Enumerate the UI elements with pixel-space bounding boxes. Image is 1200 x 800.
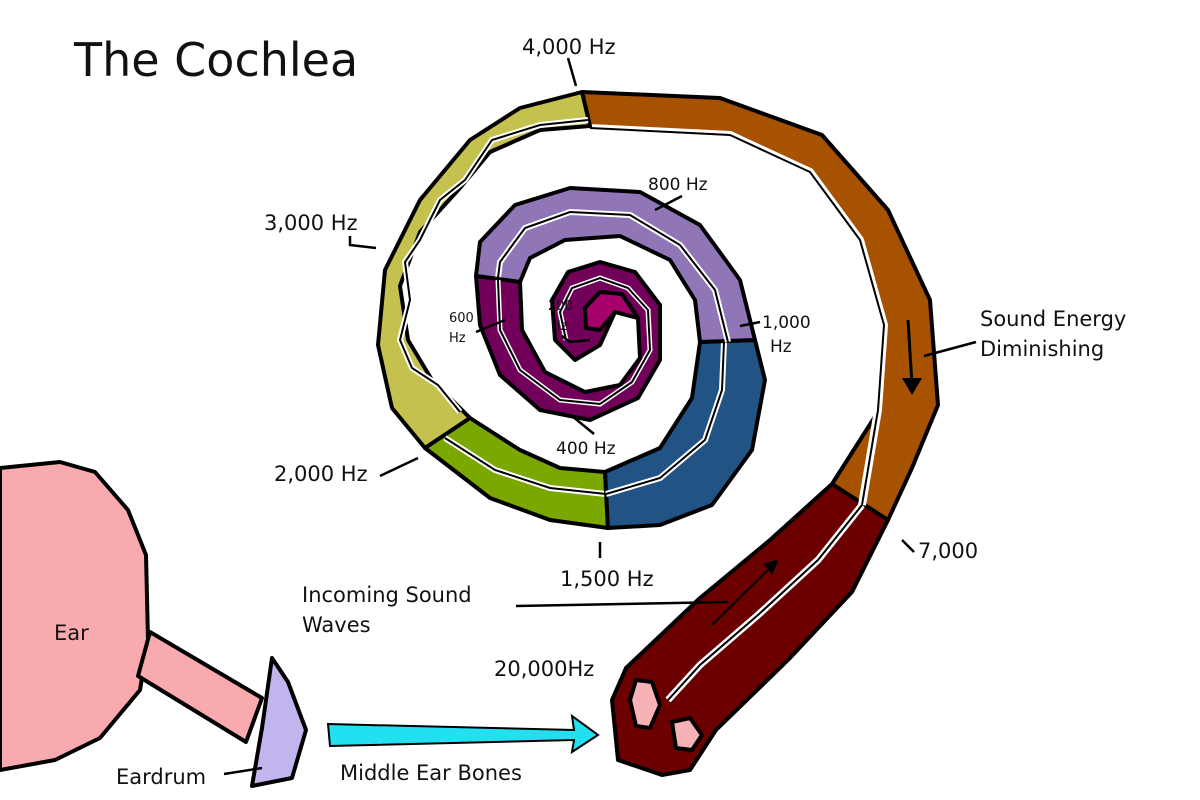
label-incoming-line2: Waves	[302, 613, 371, 637]
label-200-line1: 200	[548, 299, 573, 314]
label-600-line1: 600	[449, 311, 474, 326]
label-20000hz: 20,000Hz	[494, 657, 594, 681]
label-600-line2: Hz	[449, 331, 466, 346]
label-ear: Ear	[54, 621, 89, 645]
label-3000hz: 3,000 Hz	[264, 211, 358, 235]
label-2000hz: 2,000 Hz	[274, 462, 368, 486]
label-sound-energy-line1: Sound Energy	[980, 307, 1126, 331]
label-1500hz: 1,500 Hz	[560, 567, 654, 591]
leader-2000	[380, 458, 418, 476]
middle-ear-arrow	[328, 716, 598, 752]
label-400hz: 400 Hz	[556, 439, 616, 459]
label-4000hz: 4,000 Hz	[522, 35, 616, 59]
label-200-line2: Hz	[551, 319, 568, 334]
leader-3000	[350, 236, 376, 248]
label-eardrum: Eardrum	[116, 765, 206, 789]
label-1000-line2: Hz	[770, 337, 792, 357]
label-7000: 7,000	[918, 539, 978, 563]
label-sound-energy-line2: Diminishing	[980, 337, 1104, 361]
leader-7000	[902, 540, 914, 552]
ear-canal	[138, 632, 262, 742]
title: The Cochlea	[73, 33, 358, 87]
band-1500	[605, 340, 765, 528]
eardrum-shape	[252, 658, 306, 786]
label-middle-ear-bones: Middle Ear Bones	[340, 761, 522, 785]
ear-shape	[0, 462, 148, 770]
label-incoming-line1: Incoming Sound	[302, 583, 472, 607]
leader-4000	[568, 58, 576, 86]
label-1000-line1: 1,000	[762, 313, 811, 333]
band-2000	[425, 418, 608, 528]
label-800hz: 800 Hz	[648, 175, 708, 195]
